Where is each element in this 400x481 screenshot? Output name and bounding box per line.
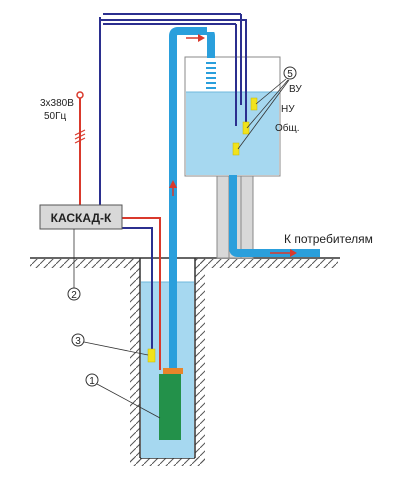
callout-2-number: 2 — [71, 290, 77, 301]
power-cable-marks — [74, 129, 86, 144]
power-wires — [79, 97, 161, 370]
storage-tank — [184, 56, 281, 177]
controller-label: КАСКАД-К — [51, 211, 112, 225]
well-sensor — [147, 348, 156, 363]
water-inflow-dots — [206, 62, 216, 89]
ground — [30, 257, 340, 268]
tank-water — [186, 92, 279, 175]
callout-3: 3 — [71, 333, 149, 356]
callout-2: 2 — [67, 229, 81, 301]
supply-pipe — [169, 27, 215, 370]
sensor-common — [232, 142, 240, 156]
power-frequency-label: 50Гц — [44, 111, 67, 122]
sensor-lower-level — [242, 121, 250, 135]
label-upper-level: ВУ — [289, 84, 302, 95]
callout-1-number: 1 — [89, 376, 95, 387]
power-terminal — [76, 91, 84, 99]
outlet-pipe — [229, 175, 320, 257]
callout-3-number: 3 — [75, 336, 81, 347]
outlet-label: К потребителям — [284, 232, 373, 246]
callout-5: 5 — [237, 66, 297, 150]
sensor-upper-level — [250, 97, 258, 111]
control-wires — [99, 13, 247, 350]
callout-5-number: 5 — [287, 69, 293, 80]
flow-arrows — [169, 34, 297, 257]
label-lower-level: НУ — [281, 104, 295, 115]
controller-box[interactable]: КАСКАД-К — [39, 204, 123, 230]
label-common: Общ. — [275, 122, 300, 134]
submersible-pump — [159, 368, 183, 440]
callout-1: 1 — [85, 373, 161, 419]
power-voltage-label: 3x380В — [40, 98, 74, 109]
tank-level-sensors — [232, 97, 258, 156]
